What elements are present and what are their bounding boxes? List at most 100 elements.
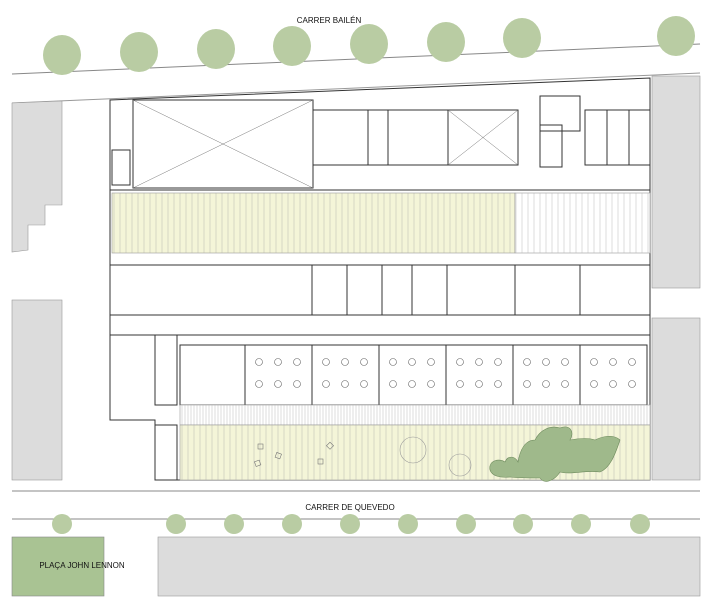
table (341, 358, 349, 366)
tree (120, 32, 158, 72)
neighbour-building-east-1 (651, 75, 701, 289)
table (542, 358, 550, 366)
room-m3 (381, 264, 413, 316)
table (475, 380, 483, 388)
table (389, 380, 397, 388)
tree (427, 22, 465, 62)
terrace-north (111, 192, 516, 254)
office-2 (367, 109, 389, 166)
tree (657, 16, 695, 56)
street-edge-north (11, 43, 701, 75)
room-m4 (446, 264, 516, 316)
office-1 (312, 109, 369, 166)
classroom (445, 344, 514, 406)
street-trees-south (52, 514, 650, 534)
tree (52, 514, 72, 534)
table (341, 380, 349, 388)
table (590, 358, 598, 366)
stair-south (154, 334, 178, 406)
table (609, 358, 617, 366)
table (456, 358, 464, 366)
table (408, 380, 416, 388)
classroom (378, 344, 447, 406)
tree (166, 514, 186, 534)
tree (273, 26, 311, 66)
terrace-north-paved (514, 192, 651, 254)
table (427, 358, 435, 366)
street-label-south: CARRER DE QUEVEDO (305, 503, 394, 512)
table (293, 380, 301, 388)
table (322, 380, 330, 388)
terrace-slats-middle (181, 405, 648, 425)
tree (456, 514, 476, 534)
office-6 (628, 109, 651, 166)
stair-core (539, 95, 581, 132)
toilets-m (411, 264, 448, 316)
tree (571, 514, 591, 534)
table (494, 358, 502, 366)
room-m6 (579, 264, 651, 316)
stair-garden (154, 424, 178, 481)
terrace-slats-north (113, 193, 649, 253)
table (523, 380, 531, 388)
tree (398, 514, 418, 534)
property-line (11, 72, 701, 104)
corridor (109, 314, 651, 336)
room-m5 (514, 264, 581, 316)
tree (282, 514, 302, 534)
table (255, 358, 263, 366)
tree (197, 29, 235, 69)
classroom (311, 344, 380, 406)
classroom (579, 344, 648, 406)
tree (513, 514, 533, 534)
square-label: PLAÇA JOHN LENNON (39, 561, 125, 570)
street-trees-north (43, 16, 695, 75)
stair-west (111, 149, 131, 186)
table (609, 380, 617, 388)
table (590, 380, 598, 388)
table (628, 358, 636, 366)
office-5 (606, 109, 630, 166)
table (274, 380, 282, 388)
table (293, 358, 301, 366)
table (274, 358, 282, 366)
table (494, 380, 502, 388)
tree (503, 18, 541, 58)
tree (350, 24, 388, 64)
table (475, 358, 483, 366)
planter-circle-2 (448, 453, 472, 477)
table (561, 380, 569, 388)
table (542, 380, 550, 388)
table (360, 358, 368, 366)
neighbour-block-south (157, 536, 701, 597)
planter-circle-1 (399, 436, 427, 464)
table (456, 380, 464, 388)
hall (109, 264, 313, 316)
neighbour-building-west-1 (11, 100, 63, 253)
tree (340, 514, 360, 534)
table (523, 358, 531, 366)
table (322, 358, 330, 366)
terrace-south-paved (179, 404, 651, 426)
tree (224, 514, 244, 534)
table (628, 380, 636, 388)
room-m1 (311, 264, 348, 316)
classroom-0 (179, 344, 246, 406)
tree (43, 35, 81, 75)
table (360, 380, 368, 388)
north-wing (110, 95, 651, 191)
square-plaza (11, 536, 105, 597)
table (427, 380, 435, 388)
table (255, 380, 263, 388)
office-3 (387, 109, 449, 166)
tree (630, 514, 650, 534)
office-4 (584, 109, 608, 166)
void-small (447, 109, 519, 166)
classrooms (154, 334, 648, 406)
garden-seats (254, 441, 334, 467)
table (561, 358, 569, 366)
street-label-north: CARRER BAILÉN (297, 16, 362, 25)
toilets (539, 124, 563, 168)
table (389, 358, 397, 366)
